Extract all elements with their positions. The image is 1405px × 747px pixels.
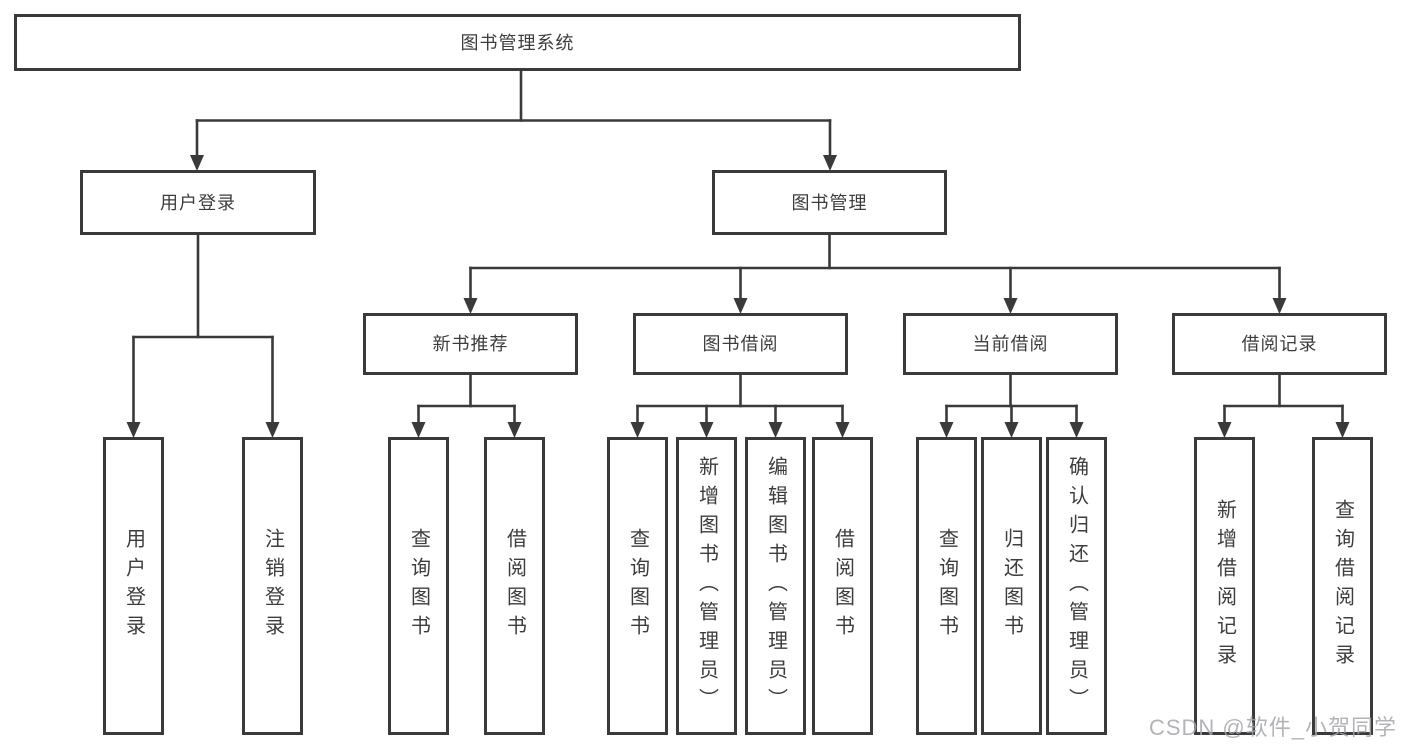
edge-user-login-to-leaves: [126, 232, 280, 438]
node-new-book-recommend: 新书推荐: [363, 313, 578, 375]
node-book-management: 图书管理: [712, 170, 947, 235]
node-user-login: 用户登录: [80, 170, 316, 235]
leaf-query-borrow-record: 查询借阅记录: [1312, 437, 1373, 735]
node-current-borrowing: 当前借阅: [903, 313, 1118, 375]
leaf-query-books-borrowing: 查询图书: [607, 437, 668, 735]
leaf-add-book-admin: 新增图书（管理员）: [676, 437, 737, 735]
node-library-system: 图书管理系统: [14, 14, 1021, 71]
node-borrowing-records: 借阅记录: [1172, 313, 1387, 375]
edge-root-to-level2: [190, 68, 837, 171]
leaf-borrow-books-recommend: 借阅图书: [484, 437, 545, 735]
edge-new-book-to-leaves: [411, 372, 522, 438]
leaf-user-login: 用户登录: [103, 437, 164, 735]
edge-current-borrowing-to-leaves: [939, 372, 1084, 438]
leaf-query-books-current: 查询图书: [916, 437, 977, 735]
leaf-query-books-recommend: 查询图书: [388, 437, 449, 735]
edge-borrowing-records-to-leaves: [1217, 372, 1350, 438]
node-book-borrowing: 图书借阅: [633, 313, 848, 375]
leaf-confirm-return-admin: 确认归还（管理员）: [1046, 437, 1107, 735]
edge-book-mgmt-to-level3: [463, 232, 1287, 314]
leaf-add-borrow-record: 新增借阅记录: [1194, 437, 1255, 735]
leaf-edit-book-admin: 编辑图书（管理员）: [745, 437, 806, 735]
edge-book-borrowing-to-leaves: [630, 372, 850, 438]
leaf-return-book: 归还图书: [981, 437, 1042, 735]
leaf-borrow-books-borrowing: 借阅图书: [812, 437, 873, 735]
leaf-logout: 注销登录: [242, 437, 303, 735]
